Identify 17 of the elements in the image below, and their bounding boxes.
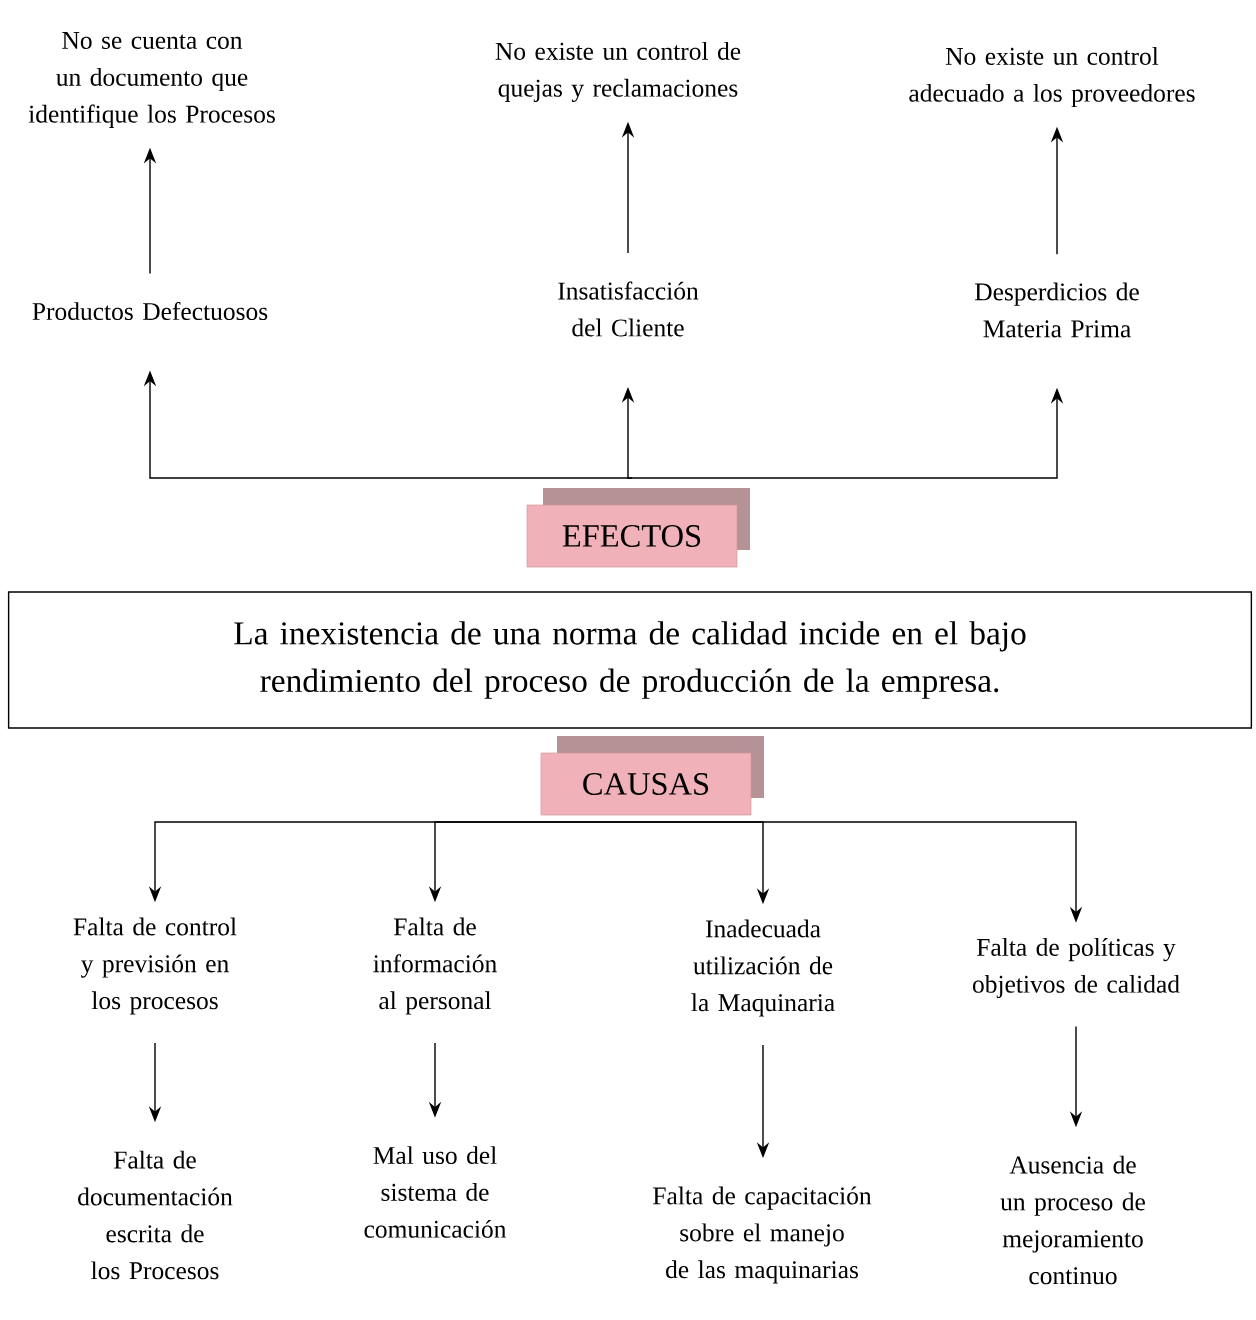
text-label: Falta de políticas y objetivos de calidad: [973, 938, 1180, 999]
text-label: Desperdicios de Materia Prima: [975, 282, 1139, 338]
text-label: Insatisfacción del Cliente: [558, 281, 699, 337]
text-label: No existe un control adecuado a los proveedores: [909, 47, 1195, 107]
text-label: Productos Defectuosos: [32, 301, 268, 321]
text-label: No existe un control de quejas y reclamaciones: [495, 41, 741, 103]
problem-box: La inexistencia de una norma de calidad incide en el bajo rendimiento del proceso de producción de la empresa.: [7, 591, 1253, 729]
text-label: Ausencia de un proceso de mejoramiento continuo: [1000, 1155, 1145, 1285]
text-label: Falta de control y previsión en los procesos: [73, 917, 237, 1015]
text-label: No se cuenta con un documento que identifique los Procesos: [28, 32, 275, 128]
text-label: Inadecuada utilización de la Maquinaria: [691, 919, 835, 1017]
text-label: Mal uso del sistema de comunicación: [364, 1146, 507, 1238]
text-label: Falta de capacitación sobre el manejo de las maquinarias: [653, 1186, 872, 1284]
text-label: Falta de información al personal: [373, 917, 497, 1015]
label-box: EFECTOS: [526, 488, 750, 568]
label-box: CAUSAS: [540, 736, 764, 816]
text-label: Falta de documentación escrita de los Procesos: [78, 1150, 233, 1280]
